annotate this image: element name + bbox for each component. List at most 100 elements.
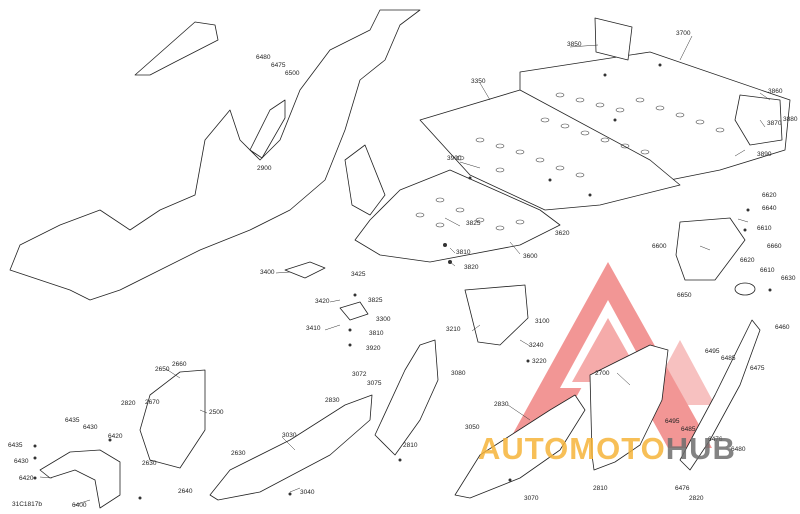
callout: 2820 — [689, 495, 704, 502]
callout: 6640 — [762, 205, 777, 212]
callout: 3072 — [352, 371, 367, 378]
fasteners — [33, 63, 772, 500]
bracket-3400 — [284, 261, 326, 279]
callout: 2640 — [178, 488, 193, 495]
callout: 2810 — [403, 442, 418, 449]
callout: 6475 — [750, 365, 765, 372]
callout: 3410 — [306, 325, 321, 332]
callout: 2830 — [325, 397, 340, 404]
callout: 3070 — [524, 495, 539, 502]
floor-panel-3350 — [419, 89, 681, 211]
callout: 2820 — [121, 400, 136, 407]
panel-divider — [344, 144, 386, 216]
callout: 3870 — [767, 120, 782, 127]
callout: 6420 — [19, 475, 34, 482]
callout: 3900 — [447, 155, 462, 162]
callout: 6430 — [14, 458, 29, 465]
panel-3100 — [464, 284, 529, 346]
callout: 2630 — [231, 450, 246, 457]
callout: 3820 — [464, 264, 479, 271]
callout: 6400 — [72, 502, 87, 509]
callout: 3240 — [529, 342, 544, 349]
callout: 3030 — [282, 432, 297, 439]
callout: 6480 — [731, 446, 746, 453]
callout: 3210 — [446, 326, 461, 333]
callout: 6430 — [83, 424, 98, 431]
callout: 6476 — [675, 485, 690, 492]
callout: 3850 — [567, 41, 582, 48]
callout: 3860 — [768, 88, 783, 95]
callout: 6620 — [762, 192, 777, 199]
callout: 6485 — [721, 355, 736, 362]
callout: 3620 — [555, 230, 570, 237]
callout: 3075 — [367, 380, 382, 387]
callout: 3420 — [315, 298, 330, 305]
part-6600 — [675, 217, 746, 281]
floor-holes — [415, 92, 725, 231]
callout: 6620 — [740, 257, 755, 264]
callout: 3220 — [532, 358, 547, 365]
callout: 3040 — [300, 489, 315, 496]
rear-panel-3870 — [734, 94, 783, 146]
callout: 6500 — [285, 70, 300, 77]
callout: 2630 — [142, 460, 157, 467]
callout: 2660 — [172, 361, 187, 368]
callout: 3810 — [456, 249, 471, 256]
callout: 3080 — [451, 370, 466, 377]
callout: 3825 — [466, 220, 481, 227]
callout: 2830 — [494, 401, 509, 408]
skid-plate-3600 — [354, 169, 561, 263]
callout: 2500 — [209, 409, 224, 416]
callout: 6485 — [681, 426, 696, 433]
callout: 6610 — [760, 267, 775, 274]
callout: 3400 — [260, 269, 275, 276]
callout: 3050 — [465, 424, 480, 431]
door-panel-2700 — [589, 344, 669, 471]
watermark-part2: HUB — [665, 431, 736, 466]
callout: 2810 — [593, 485, 608, 492]
callout: 6435 — [65, 417, 80, 424]
side-panel-6460 — [679, 319, 761, 471]
callout: 6610 — [757, 225, 772, 232]
callout: 3890 — [757, 151, 772, 158]
body-panel-upper — [134, 21, 219, 76]
rocker-3030 — [209, 394, 373, 501]
callout: 3350 — [471, 78, 486, 85]
door-3050 — [454, 394, 586, 499]
callout: 2900 — [257, 165, 272, 172]
callout: 3425 — [351, 271, 366, 278]
callout: 6495 — [705, 348, 720, 355]
callout: 6600 — [652, 243, 667, 250]
panel-2500 — [139, 369, 206, 469]
callout: 3880 — [783, 116, 798, 123]
callout: 6475 — [271, 62, 286, 69]
watermark-text: AUTOMOTOHUB — [478, 431, 736, 467]
callout: 3100 — [535, 318, 550, 325]
callout: 3300 — [376, 316, 391, 323]
callout: 6460 — [775, 324, 790, 331]
callout: 6630 — [781, 275, 796, 282]
callout: 3810 — [369, 330, 384, 337]
callout: 2670 — [145, 399, 160, 406]
callout: 6476 — [708, 436, 723, 443]
callout: 6435 — [8, 442, 23, 449]
diagram-id-label: 31C1817b — [12, 501, 42, 508]
callout: 3825 — [368, 297, 383, 304]
callout: 2650 — [155, 366, 170, 373]
callout: 3600 — [523, 253, 538, 260]
part-6650 — [734, 282, 756, 296]
callout: 3920 — [366, 345, 381, 352]
callout: 6495 — [665, 418, 680, 425]
panel-3860 — [594, 17, 633, 61]
side-frame-main — [9, 9, 421, 301]
callout: 3700 — [676, 30, 691, 37]
fender-6400 — [39, 449, 121, 509]
callout: 6480 — [256, 54, 271, 61]
callout: 6650 — [677, 292, 692, 299]
part-2900 — [249, 99, 286, 159]
callout: 6420 — [108, 433, 123, 440]
panel-3080 — [374, 339, 439, 456]
watermark-part1: AUTOMOTO — [478, 431, 666, 466]
callout: 6660 — [767, 243, 782, 250]
